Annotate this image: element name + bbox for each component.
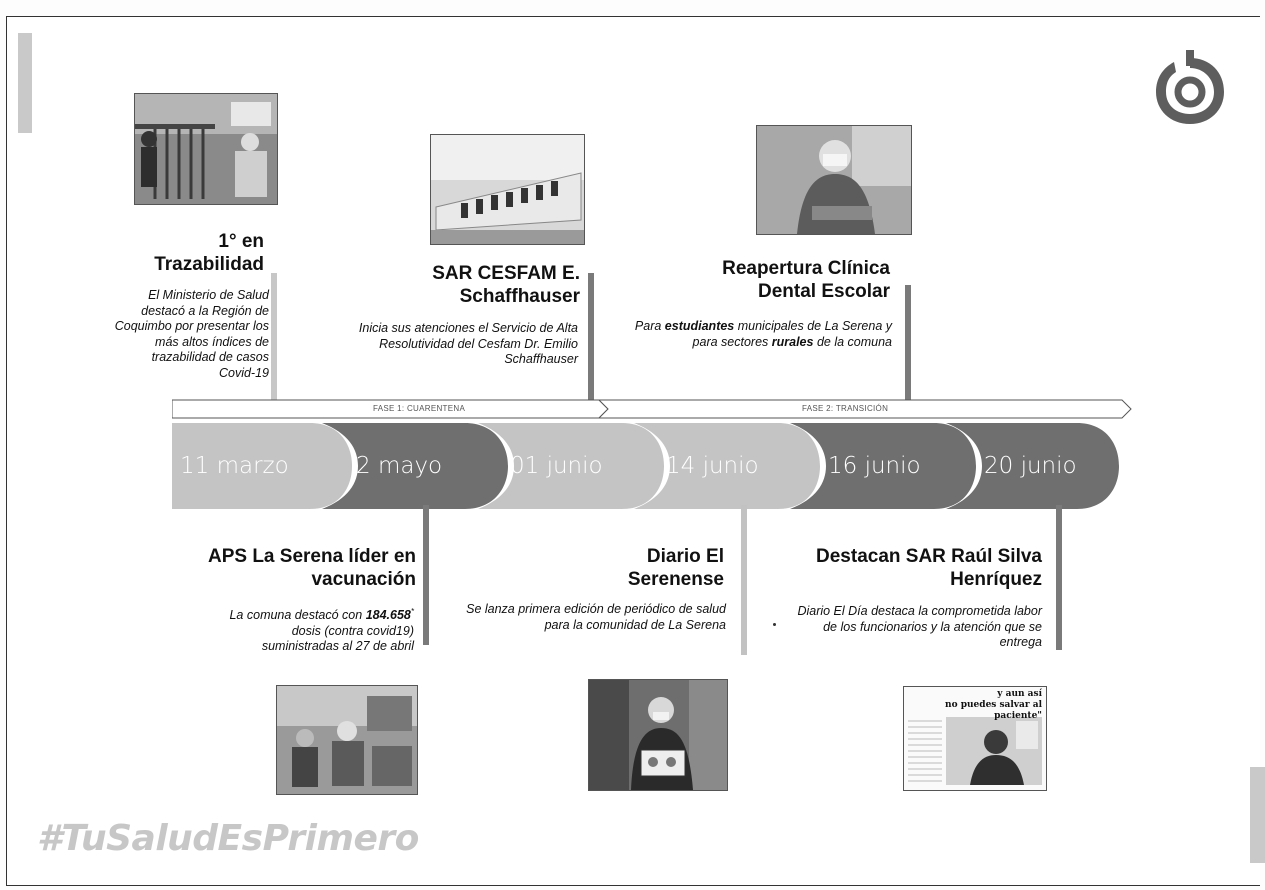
photo-diario-el-dia: y aun así no puedes salvar al paciente" — [903, 686, 1047, 791]
event-desc-vacunacion: La comuna destacó con 184.658* dosis (co… — [229, 607, 414, 654]
date-label: 2 mayo — [356, 453, 443, 479]
event-desc-sar-schaffhauser: Inicia sus atenciones el Servicio de Alt… — [358, 321, 578, 366]
photo-sar-schaffhauser — [430, 134, 585, 245]
date-label: 14 junio — [666, 453, 759, 479]
event-title-raul-silva: Destacan SAR Raúl Silva Henríquez — [816, 546, 1042, 590]
date-label: 16 junio — [828, 453, 921, 479]
phase-arrow-bar — [172, 399, 1132, 419]
decorative-bar-right — [1250, 767, 1265, 863]
event-title-sar-schaffhauser: SAR CESFAM E. Schaffhauser — [432, 263, 580, 307]
photo-clinica-dental — [756, 125, 912, 235]
timeline-stem — [1056, 505, 1062, 650]
timeline-stem — [423, 505, 429, 645]
photo-trazabilidad — [134, 93, 278, 205]
date-label: 01 junio — [510, 453, 603, 479]
photo-vacunacion — [276, 685, 418, 795]
event-desc-raul-silva: Diario El Día destaca la comprometida la… — [797, 604, 1042, 649]
date-label: 20 junio — [984, 453, 1077, 479]
timeline-stem — [741, 505, 747, 655]
event-desc-serenense: Se lanza primera edición de periódico de… — [466, 602, 726, 632]
timeline-stem — [588, 273, 594, 403]
timeline-stem — [905, 285, 911, 403]
decorative-bar-left — [18, 33, 32, 133]
phase-label-1: FASE 1: CUARENTENA — [373, 404, 466, 413]
hashtag: #TuSaludEsPrimero — [37, 818, 419, 859]
timeline-pills — [172, 423, 1119, 509]
photo-diario-serenense — [588, 679, 728, 791]
date-label: 11 marzo — [180, 453, 289, 479]
phase-label-2: FASE 2: TRANSICIÓN — [802, 404, 889, 413]
event-title-vacunacion: APS La Serena líder en vacunación — [207, 546, 416, 590]
stray-dot — [773, 623, 776, 626]
event-desc-clinica-dental: Para estudiantes municipales de La Seren… — [634, 319, 892, 349]
newspaper-headline: y aun así no puedes salvar al paciente" — [945, 689, 1042, 721]
event-title-serenense: Diario El Serenense — [627, 546, 724, 590]
event-title-trazabilidad: 1° en Trazabilidad — [154, 231, 264, 275]
municipal-logo — [1156, 50, 1224, 124]
event-title-clinica-dental: Reapertura Clínica Dental Escolar — [722, 258, 890, 302]
timeline-stem — [271, 273, 277, 403]
event-desc-trazabilidad: El Ministerio de Salud destacó a la Regi… — [114, 288, 269, 380]
